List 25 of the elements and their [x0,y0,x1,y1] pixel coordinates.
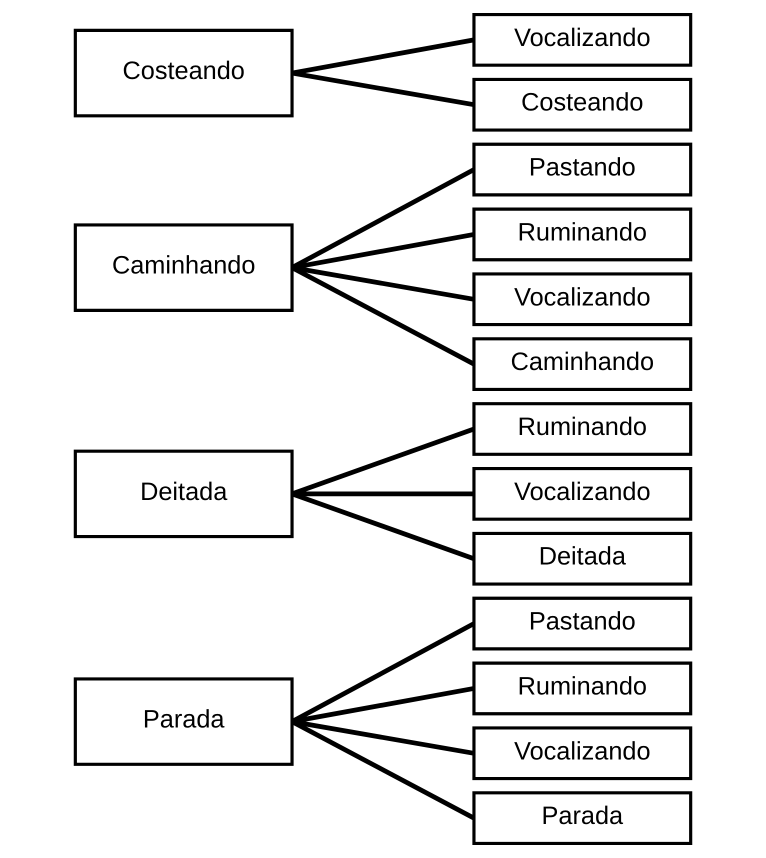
connector [291,492,475,561]
node-box: Pastando [472,596,692,650]
node-box: Vocalizando [472,466,692,521]
connector [292,38,474,76]
node-box: Deitada [472,532,692,586]
node-box: Costeando [74,28,294,118]
node-box: Deitada [74,450,294,538]
connector [291,426,475,496]
node-box: Caminhando [74,223,294,312]
node-box: Parada [472,791,692,846]
node-box: Costeando [472,78,692,132]
node-box: Ruminando [472,208,692,262]
connector [290,621,476,724]
node-box: Pastando [472,142,692,196]
node-box: Caminhando [472,337,692,392]
node-box: Vocalizando [472,726,692,780]
node-box: Vocalizando [472,272,692,326]
connector [290,266,476,366]
connector [290,720,476,820]
node-box: Vocalizando [472,12,692,67]
node-box: Ruminando [472,662,692,716]
connector [290,167,476,270]
node-box: Ruminando [472,402,692,456]
connector [292,70,474,108]
node-box: Parada [74,677,294,766]
